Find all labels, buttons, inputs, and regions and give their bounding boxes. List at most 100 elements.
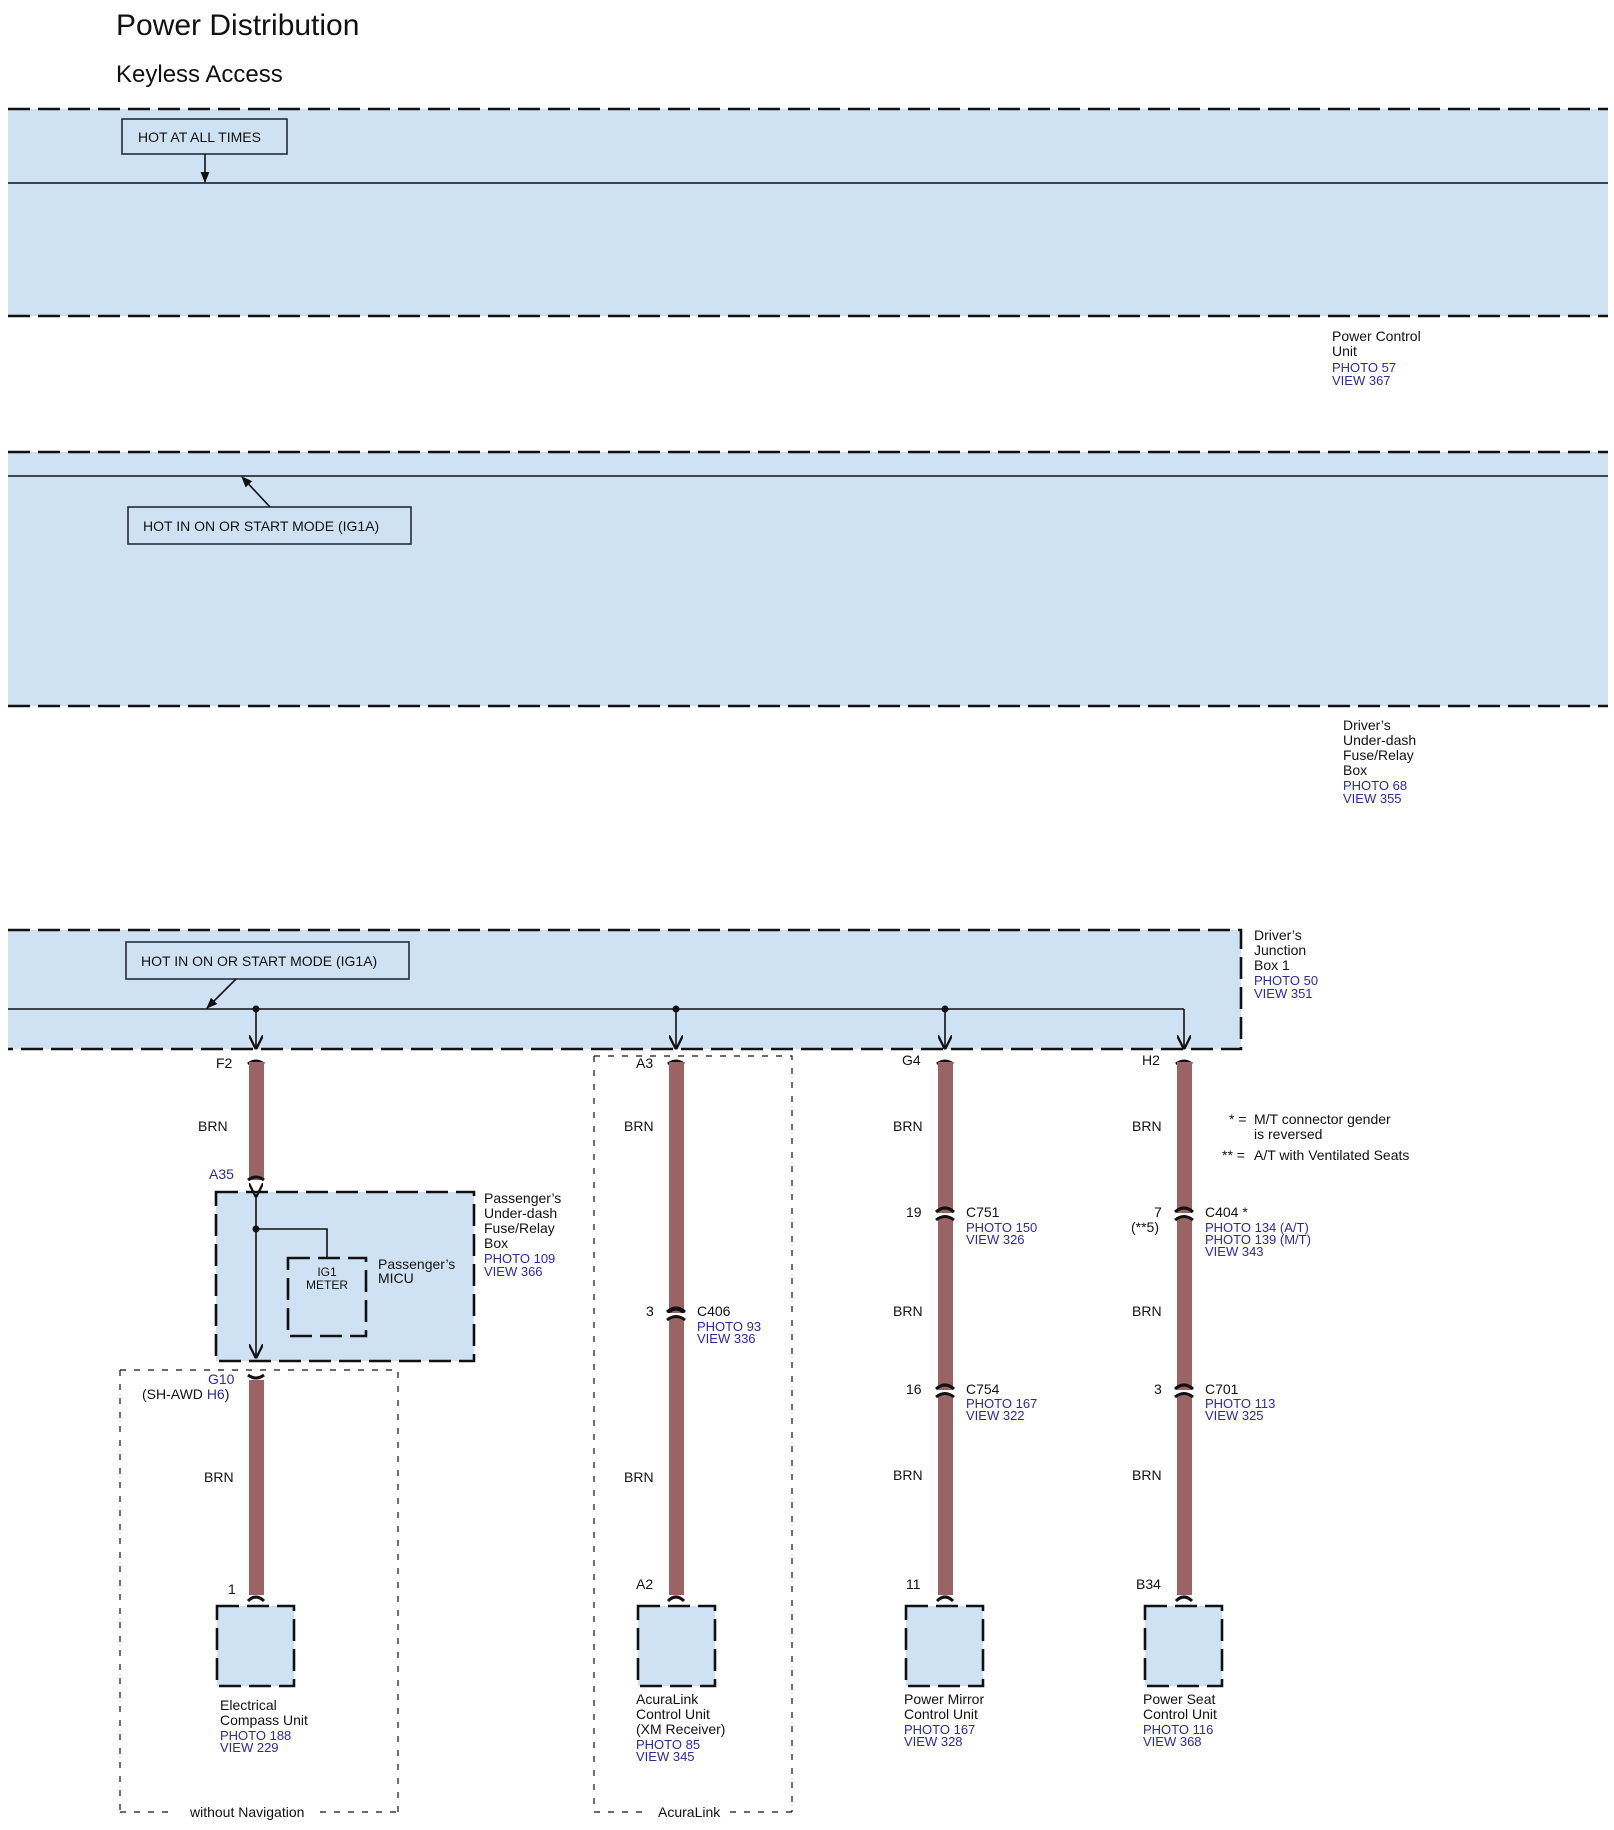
pin-label-alt: (**5) [1131,1219,1159,1235]
component-name: (XM Receiver) [636,1721,725,1737]
wire-color: BRN [1132,1467,1162,1483]
option-group-label: AcuraLink [658,1804,721,1820]
component-name: Power Seat [1143,1691,1215,1707]
pin-label: A2 [636,1576,653,1592]
module-name: Under-dash [484,1205,557,1221]
pin-label: 1 [228,1581,236,1597]
wire[interactable] [938,1062,953,1595]
module-name: Power Control [1332,328,1421,344]
connector-icon [1174,1383,1194,1391]
arrow-icon [241,476,271,508]
view-ref[interactable]: VIEW 366 [484,1264,543,1279]
connector-icon [247,1373,265,1380]
photo-ref[interactable]: PHOTO 134 (A/T) [1205,1220,1309,1235]
view-ref[interactable]: VIEW 326 [966,1232,1025,1247]
pin-label: H2 [1142,1052,1160,1068]
view-ref[interactable]: VIEW 229 [220,1740,279,1755]
photo-ref[interactable]: PHOTO 167 [904,1722,975,1737]
module-name: Fuse/Relay [484,1220,555,1236]
view-ref[interactable]: VIEW 343 [1205,1244,1264,1259]
circuit-compass: without Navigation F2 BRN A35 IG1 METER … [119,1055,561,1820]
photo-ref[interactable]: PHOTO 109 [484,1251,555,1266]
pin-label: 16 [906,1381,922,1397]
view-ref[interactable]: VIEW 336 [697,1331,756,1346]
module-name: Under-dash [1343,732,1416,748]
component-box[interactable] [638,1606,715,1686]
component-name: Control Unit [904,1706,978,1722]
source-label-box [127,506,412,545]
wire-color: BRN [893,1303,923,1319]
source-label-box [121,118,288,155]
photo-ref[interactable]: PHOTO 113 [1205,1396,1275,1411]
photo-ref[interactable]: PHOTO 85 [636,1737,700,1752]
pin-label: B34 [1136,1576,1161,1592]
wire-color: BRN [893,1467,923,1483]
component-box[interactable] [906,1606,983,1686]
view-ref[interactable]: VIEW 322 [966,1408,1025,1423]
module-name: Box [1343,762,1367,778]
fuse-label: IG1 [317,1265,337,1279]
component-box[interactable] [217,1606,294,1686]
photo-ref[interactable]: PHOTO 116 [1143,1722,1213,1737]
view-ref[interactable]: VIEW 328 [904,1734,963,1749]
module-name: Driver’s [1254,927,1302,943]
wire-color: BRN [204,1469,234,1485]
fuse-block-border [286,1256,368,1338]
component-name: Control Unit [1143,1706,1217,1722]
photo-ref[interactable]: PHOTO 68 [1343,778,1407,793]
source-label: HOT IN ON OR START MODE (IG1A) [143,518,379,534]
module-border [214,1190,476,1363]
connector-icon [1174,1206,1194,1214]
photo-ref[interactable]: PHOTO 50 [1254,973,1318,988]
pin-label: 3 [646,1303,654,1319]
view-ref[interactable]: VIEW 367 [1332,373,1391,388]
wire-color: BRN [624,1118,654,1134]
view-ref[interactable]: VIEW 345 [636,1749,695,1764]
view-ref[interactable]: VIEW 325 [1205,1408,1264,1423]
pin-label: A35 [209,1166,234,1182]
connector-icon [246,1595,266,1603]
circuit-power-mirror: G4 BRN 19 C751 PHOTO 150 VIEW 326 BRN 16… [893,1052,1037,1749]
component-name: Power Mirror [904,1691,984,1707]
pin-label: 3 [1154,1381,1162,1397]
photo-ref[interactable]: PHOTO 150 [966,1220,1037,1235]
component-border [1143,1604,1224,1688]
wire[interactable] [1177,1062,1192,1595]
wire[interactable] [249,1380,264,1595]
connector-name: C751 [966,1204,1000,1220]
connector-icon [1174,1392,1194,1399]
photo-ref[interactable]: PHOTO 57 [1332,360,1396,375]
view-ref[interactable]: VIEW 355 [1343,791,1402,806]
legend: * = M/T connector gender is reversed ** … [1222,1111,1409,1163]
module-name: Unit [1332,343,1357,359]
drivers-junction-box: HOT IN ON OR START MODE (IG1A) Driver’s … [8,927,1318,1051]
photo-ref[interactable]: PHOTO 188 [220,1728,291,1743]
component-name: Compass Unit [220,1712,308,1728]
view-ref[interactable]: VIEW 368 [1143,1734,1202,1749]
pin-label: 7 [1154,1204,1162,1220]
component-name: Control Unit [636,1706,710,1722]
wire[interactable] [669,1062,684,1595]
photo-ref[interactable]: PHOTO 139 (M/T) [1205,1232,1311,1247]
photo-ref[interactable]: PHOTO 167 [966,1396,1037,1411]
connector-name: C701 [1205,1381,1239,1397]
pin-label: G4 [902,1052,921,1068]
view-ref[interactable]: VIEW 351 [1254,986,1313,1001]
component-box[interactable] [1145,1606,1222,1686]
wire[interactable] [249,1062,264,1180]
arrow-icon [206,978,237,1009]
connector-icon [935,1392,955,1399]
option-group-border [119,1369,399,1812]
wire-color: BRN [893,1118,923,1134]
connector-icon [666,1315,686,1322]
page-subtitle: Keyless Access [116,61,283,88]
photo-ref[interactable]: PHOTO 93 [697,1319,761,1334]
connector-icon [666,1306,686,1314]
option-group-border [593,1055,793,1812]
legend-star-text: is reversed [1254,1126,1322,1142]
wire-color: BRN [198,1118,228,1134]
legend-double-star: ** = [1222,1147,1245,1163]
module-name: Fuse/Relay [1343,747,1414,763]
connector-icon [1174,1595,1194,1603]
